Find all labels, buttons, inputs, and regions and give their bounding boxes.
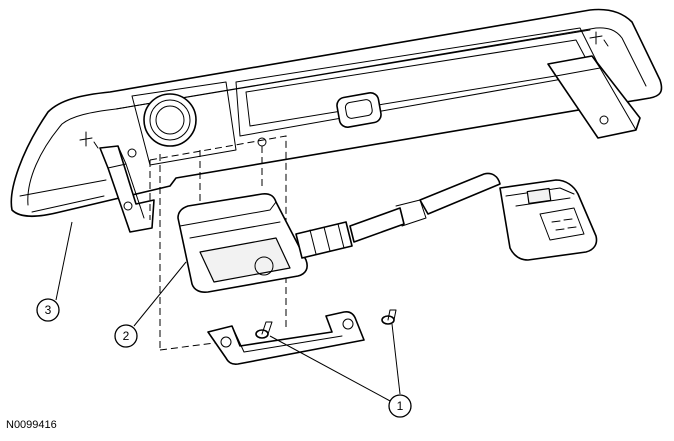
housing-assembly [10, 8, 663, 233]
right-mount-bracket-detail [555, 55, 637, 131]
housing-inner-flange [27, 27, 647, 206]
camera-cable-rings [309, 223, 345, 255]
center-clip [336, 92, 382, 128]
mounting-bracket [207, 309, 397, 365]
callout-3: 3 [36, 298, 60, 322]
callout-1-label: 1 [397, 399, 404, 413]
cable-connector [499, 179, 598, 261]
callout-3-label: 3 [45, 303, 52, 317]
left-mount-bracket [99, 145, 155, 233]
callout-2-label: 2 [123, 329, 130, 343]
leader-item-3 [55, 221, 73, 301]
callout-1: 1 [388, 394, 412, 418]
center-clip-inner [344, 99, 373, 119]
housing-stud-left [127, 148, 137, 158]
bracket-hole-left [220, 336, 232, 348]
right-mount-hole [599, 115, 609, 125]
camera-cable [349, 207, 405, 243]
housing-lens-top [115, 29, 591, 110]
housing-lower-edge [19, 179, 107, 213]
camera-body-front [189, 221, 281, 239]
camera-lens [254, 256, 274, 276]
bracket-plate [207, 311, 365, 365]
screw-left [255, 321, 273, 339]
camera-body [177, 193, 308, 293]
callout-leaders [55, 221, 401, 403]
leader-item-1-left [269, 335, 393, 403]
bracket-inner [231, 325, 343, 353]
camera-opening-inner [155, 105, 185, 135]
camera-lens-window [199, 237, 291, 283]
left-mount-bracket-detail [107, 145, 145, 219]
connector-pins [539, 207, 585, 241]
camera-opening-mid [149, 99, 191, 141]
reference-code: N0099416 [6, 419, 57, 431]
leader-item-2 [133, 261, 187, 327]
housing-outer-shell [10, 8, 663, 218]
right-corner-boss [589, 31, 609, 47]
callout-2: 2 [114, 324, 138, 348]
left-mount-hole [123, 201, 133, 211]
housing-cavity [131, 81, 237, 166]
camera-cable-lead [419, 172, 501, 215]
camera-opening-outer [143, 93, 197, 147]
left-corner-boss [79, 131, 99, 149]
camera-module [177, 172, 598, 293]
camera-cable-grip [395, 199, 427, 227]
bracket-hole-right [342, 318, 354, 330]
connector-latch [526, 187, 552, 205]
leader-item-1-right [391, 323, 401, 395]
screw-right [381, 309, 397, 325]
camera-body-top [179, 201, 277, 227]
